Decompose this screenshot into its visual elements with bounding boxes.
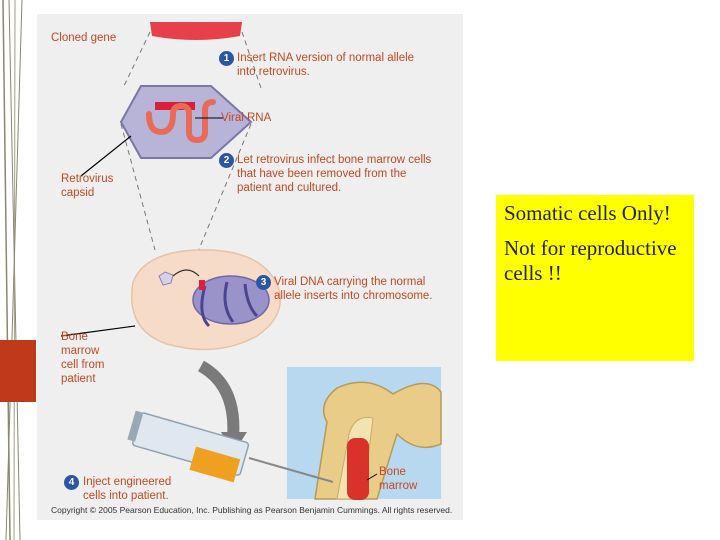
note-line-1: Somatic cells Only!	[504, 201, 671, 225]
somatic-cells-note: Somatic cells Only! Not for reproductive…	[496, 195, 694, 361]
step-3-badge: 3	[256, 275, 271, 290]
syringe	[127, 410, 334, 483]
step-3-text: Viral DNA carrying the normal allele ins…	[274, 276, 433, 302]
cloned-gene-label: Cloned gene	[51, 32, 117, 44]
note-line-2: Not for reproductive cells !!	[504, 236, 677, 285]
viral-rna-label: Viral RNA	[221, 112, 272, 124]
inserted-dna	[199, 280, 205, 290]
viral-rna-coil	[146, 99, 216, 144]
gene-therapy-figure: Cloned gene Viral RNA Retrovirus capsid …	[37, 14, 463, 520]
step-1-text: Insert RNA version of normal allele into…	[237, 52, 415, 78]
virus-particle	[158, 271, 174, 286]
step-2-badge: 2	[219, 153, 234, 168]
copyright-text: Copyright © 2005 Pearson Education, Inc.…	[51, 505, 453, 515]
step-4-badge: 4	[64, 475, 79, 490]
step-2-text: Let retrovirus infect bone marrow cells …	[237, 154, 432, 194]
step-4-text: Inject engineered cells into patient.	[83, 476, 172, 502]
left-decoration	[2, 0, 23, 540]
side-tab	[0, 340, 36, 402]
step-1-badge: 1	[219, 51, 234, 66]
nucleus	[192, 275, 270, 325]
bone-marrow-label: Bone marrow	[379, 466, 418, 492]
cloned-gene-banner	[150, 22, 242, 40]
retrovirus-capsid-label: Retrovirus capsid	[61, 173, 114, 199]
arrow-body	[197, 360, 240, 439]
chromosomes	[200, 281, 259, 328]
bone-marrow-core	[347, 438, 369, 500]
bone-marrow-cell-label: Bone marrow cell from patient	[61, 331, 105, 385]
figure-artwork	[60, 22, 442, 500]
